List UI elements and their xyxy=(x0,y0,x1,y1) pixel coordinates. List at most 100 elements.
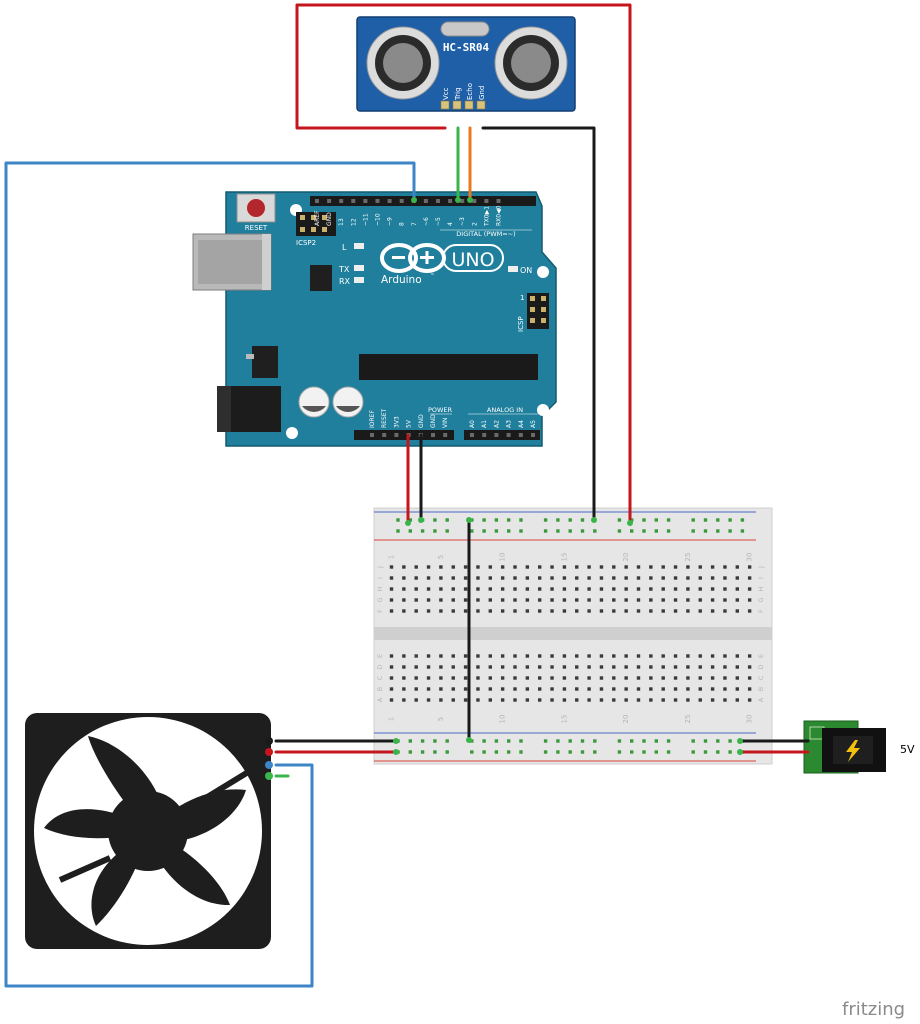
breadboard-hole[interactable] xyxy=(599,654,604,658)
breadboard-hole[interactable] xyxy=(439,598,443,602)
breadboard-hole[interactable] xyxy=(426,665,431,669)
breadboard-hole[interactable] xyxy=(476,587,480,591)
breadboard-hole[interactable] xyxy=(562,598,567,602)
breadboard-hole[interactable] xyxy=(612,665,616,669)
breadboard-hole[interactable] xyxy=(710,698,715,702)
breadboard-hole[interactable] xyxy=(661,598,665,602)
breadboard-hole[interactable] xyxy=(550,609,554,613)
breadboard-hole[interactable] xyxy=(723,687,727,691)
breadboard-hole[interactable] xyxy=(723,676,727,680)
rail-hole[interactable] xyxy=(642,739,646,743)
rail-hole[interactable] xyxy=(716,518,720,522)
rail-hole[interactable] xyxy=(630,739,634,743)
rail-hole[interactable] xyxy=(556,518,560,522)
breadboard-hole[interactable] xyxy=(686,565,690,569)
breadboard-hole[interactable] xyxy=(575,687,579,691)
breadboard-hole[interactable] xyxy=(500,687,505,691)
breadboard-hole[interactable] xyxy=(587,676,591,680)
breadboard-hole[interactable] xyxy=(636,609,641,613)
breadboard-hole[interactable] xyxy=(624,598,628,602)
breadboard-hole[interactable] xyxy=(513,576,517,580)
breadboard-hole[interactable] xyxy=(710,587,715,591)
rail-hole[interactable] xyxy=(593,750,597,754)
breadboard-hole[interactable] xyxy=(488,676,492,680)
breadboard-hole[interactable] xyxy=(735,587,739,591)
breadboard-hole[interactable] xyxy=(550,654,554,658)
breadboard-hole[interactable] xyxy=(525,587,530,591)
rail-hole[interactable] xyxy=(482,518,486,522)
rail-hole[interactable] xyxy=(568,518,572,522)
wire-gnd-to-ground-rail[interactable] xyxy=(481,126,596,522)
breadboard-hole[interactable] xyxy=(636,587,641,591)
breadboard-hole[interactable] xyxy=(513,587,517,591)
breadboard-hole[interactable] xyxy=(698,665,702,669)
rail-hole[interactable] xyxy=(445,750,449,754)
rail-hole[interactable] xyxy=(728,739,732,743)
breadboard-hole[interactable] xyxy=(451,676,455,680)
rail-hole[interactable] xyxy=(568,739,572,743)
breadboard-hole[interactable] xyxy=(402,609,406,613)
rail-hole[interactable] xyxy=(433,750,437,754)
breadboard-hole[interactable] xyxy=(723,698,727,702)
breadboard-hole[interactable] xyxy=(500,665,505,669)
breadboard-hole[interactable] xyxy=(612,676,616,680)
breadboard-hole[interactable] xyxy=(612,609,616,613)
breadboard-hole[interactable] xyxy=(710,565,715,569)
breadboard-hole[interactable] xyxy=(389,587,394,591)
breadboard-hole[interactable] xyxy=(451,587,455,591)
breadboard-hole[interactable] xyxy=(698,576,702,580)
rail-hole[interactable] xyxy=(420,739,425,743)
breadboard-hole[interactable] xyxy=(513,665,517,669)
breadboard-hole[interactable] xyxy=(414,687,418,691)
breadboard-hole[interactable] xyxy=(389,687,394,691)
breadboard-hole[interactable] xyxy=(661,565,665,569)
rail-hole[interactable] xyxy=(482,750,486,754)
breadboard-hole[interactable] xyxy=(414,665,418,669)
breadboard-hole[interactable] xyxy=(550,665,554,669)
breadboard-hole[interactable] xyxy=(525,698,530,702)
breadboard-hole[interactable] xyxy=(463,654,468,658)
rail-hole[interactable] xyxy=(408,518,412,522)
rail-hole[interactable] xyxy=(580,750,585,754)
breadboard-hole[interactable] xyxy=(476,609,480,613)
breadboard-hole[interactable] xyxy=(562,576,567,580)
breadboard-hole[interactable] xyxy=(673,698,678,702)
breadboard-hole[interactable] xyxy=(414,598,418,602)
rail-hole[interactable] xyxy=(568,750,572,754)
breadboard-hole[interactable] xyxy=(624,687,628,691)
breadboard-hole[interactable] xyxy=(698,698,702,702)
breadboard-hole[interactable] xyxy=(686,576,690,580)
breadboard-hole[interactable] xyxy=(723,576,727,580)
breadboard-hole[interactable] xyxy=(587,654,591,658)
breadboard-hole[interactable] xyxy=(562,698,567,702)
rail-hole[interactable] xyxy=(654,529,658,533)
breadboard-hole[interactable] xyxy=(538,676,542,680)
breadboard-hole[interactable] xyxy=(513,565,517,569)
breadboard-hole[interactable] xyxy=(562,587,567,591)
breadboard-hole[interactable] xyxy=(710,665,715,669)
breadboard-hole[interactable] xyxy=(723,598,727,602)
rail-hole[interactable] xyxy=(728,750,732,754)
rail-hole[interactable] xyxy=(396,529,400,533)
breadboard-hole[interactable] xyxy=(463,698,468,702)
breadboard-hole[interactable] xyxy=(439,676,443,680)
breadboard-hole[interactable] xyxy=(476,676,480,680)
breadboard-hole[interactable] xyxy=(500,598,505,602)
breadboard-hole[interactable] xyxy=(451,687,455,691)
breadboard-hole[interactable] xyxy=(476,565,480,569)
breadboard-hole[interactable] xyxy=(636,687,641,691)
rail-hole[interactable] xyxy=(691,750,695,754)
breadboard-hole[interactable] xyxy=(439,698,443,702)
breadboard-hole[interactable] xyxy=(439,609,443,613)
rail-hole[interactable] xyxy=(507,518,511,522)
rail-hole[interactable] xyxy=(470,529,474,533)
breadboard-hole[interactable] xyxy=(538,654,542,658)
breadboard-hole[interactable] xyxy=(402,654,406,658)
breadboard-hole[interactable] xyxy=(649,698,653,702)
rail-hole[interactable] xyxy=(445,739,449,743)
breadboard-hole[interactable] xyxy=(649,598,653,602)
rail-hole[interactable] xyxy=(580,518,585,522)
breadboard-hole[interactable] xyxy=(525,576,530,580)
breadboard-hole[interactable] xyxy=(673,587,678,591)
rail-hole[interactable] xyxy=(494,739,499,743)
